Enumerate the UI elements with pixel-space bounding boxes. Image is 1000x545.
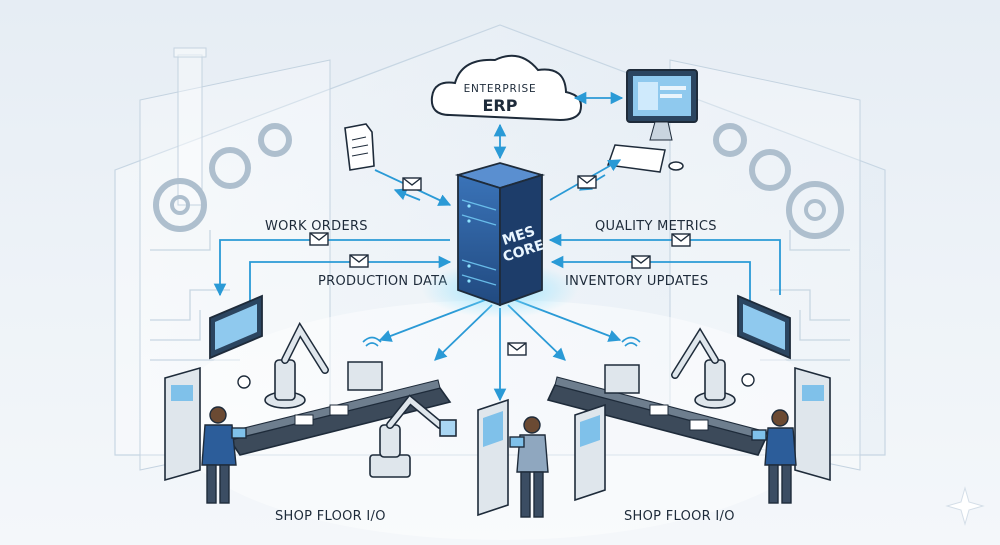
envelope-icon bbox=[309, 175, 691, 356]
sparkle-icon bbox=[945, 486, 985, 526]
conveyor-left bbox=[227, 361, 452, 456]
control-cabinet-right bbox=[794, 366, 831, 482]
desktop-computer bbox=[606, 69, 698, 173]
mes-core-server: MES CORE bbox=[422, 162, 578, 318]
wifi-icon bbox=[362, 336, 641, 347]
document-icon bbox=[344, 123, 375, 171]
robot-arm-center bbox=[369, 394, 457, 478]
erp-title-line2: ERP bbox=[483, 96, 518, 115]
production-data-label: PRODUCTION DATA bbox=[318, 274, 448, 289]
sensor-icon bbox=[237, 373, 755, 389]
robot-arm-left bbox=[264, 321, 329, 409]
operator-left bbox=[201, 406, 247, 504]
robot-arm-right bbox=[671, 327, 736, 409]
operator-center bbox=[509, 416, 549, 518]
quality-metrics-label: QUALITY METRICS bbox=[595, 219, 717, 234]
inventory-updates-label: INVENTORY UPDATES bbox=[565, 274, 708, 289]
wall-monitor-right bbox=[737, 294, 791, 360]
gear-icon bbox=[153, 123, 844, 239]
kiosk-right bbox=[574, 403, 606, 502]
control-cabinet-left bbox=[164, 366, 201, 482]
operator-right bbox=[751, 409, 797, 504]
erp-cloud: ENTERPRISE ERP bbox=[430, 54, 582, 122]
wall-monitor-left bbox=[209, 294, 263, 360]
shop-floor-right-label: SHOP FLOOR I/O bbox=[624, 509, 735, 524]
erp-title-line1: ENTERPRISE bbox=[464, 83, 537, 95]
shop-floor-left-label: SHOP FLOOR I/O bbox=[275, 509, 386, 524]
work-orders-label: WORK ORDERS bbox=[265, 219, 368, 234]
kiosk-center bbox=[477, 398, 509, 517]
conveyor-right bbox=[546, 364, 768, 456]
